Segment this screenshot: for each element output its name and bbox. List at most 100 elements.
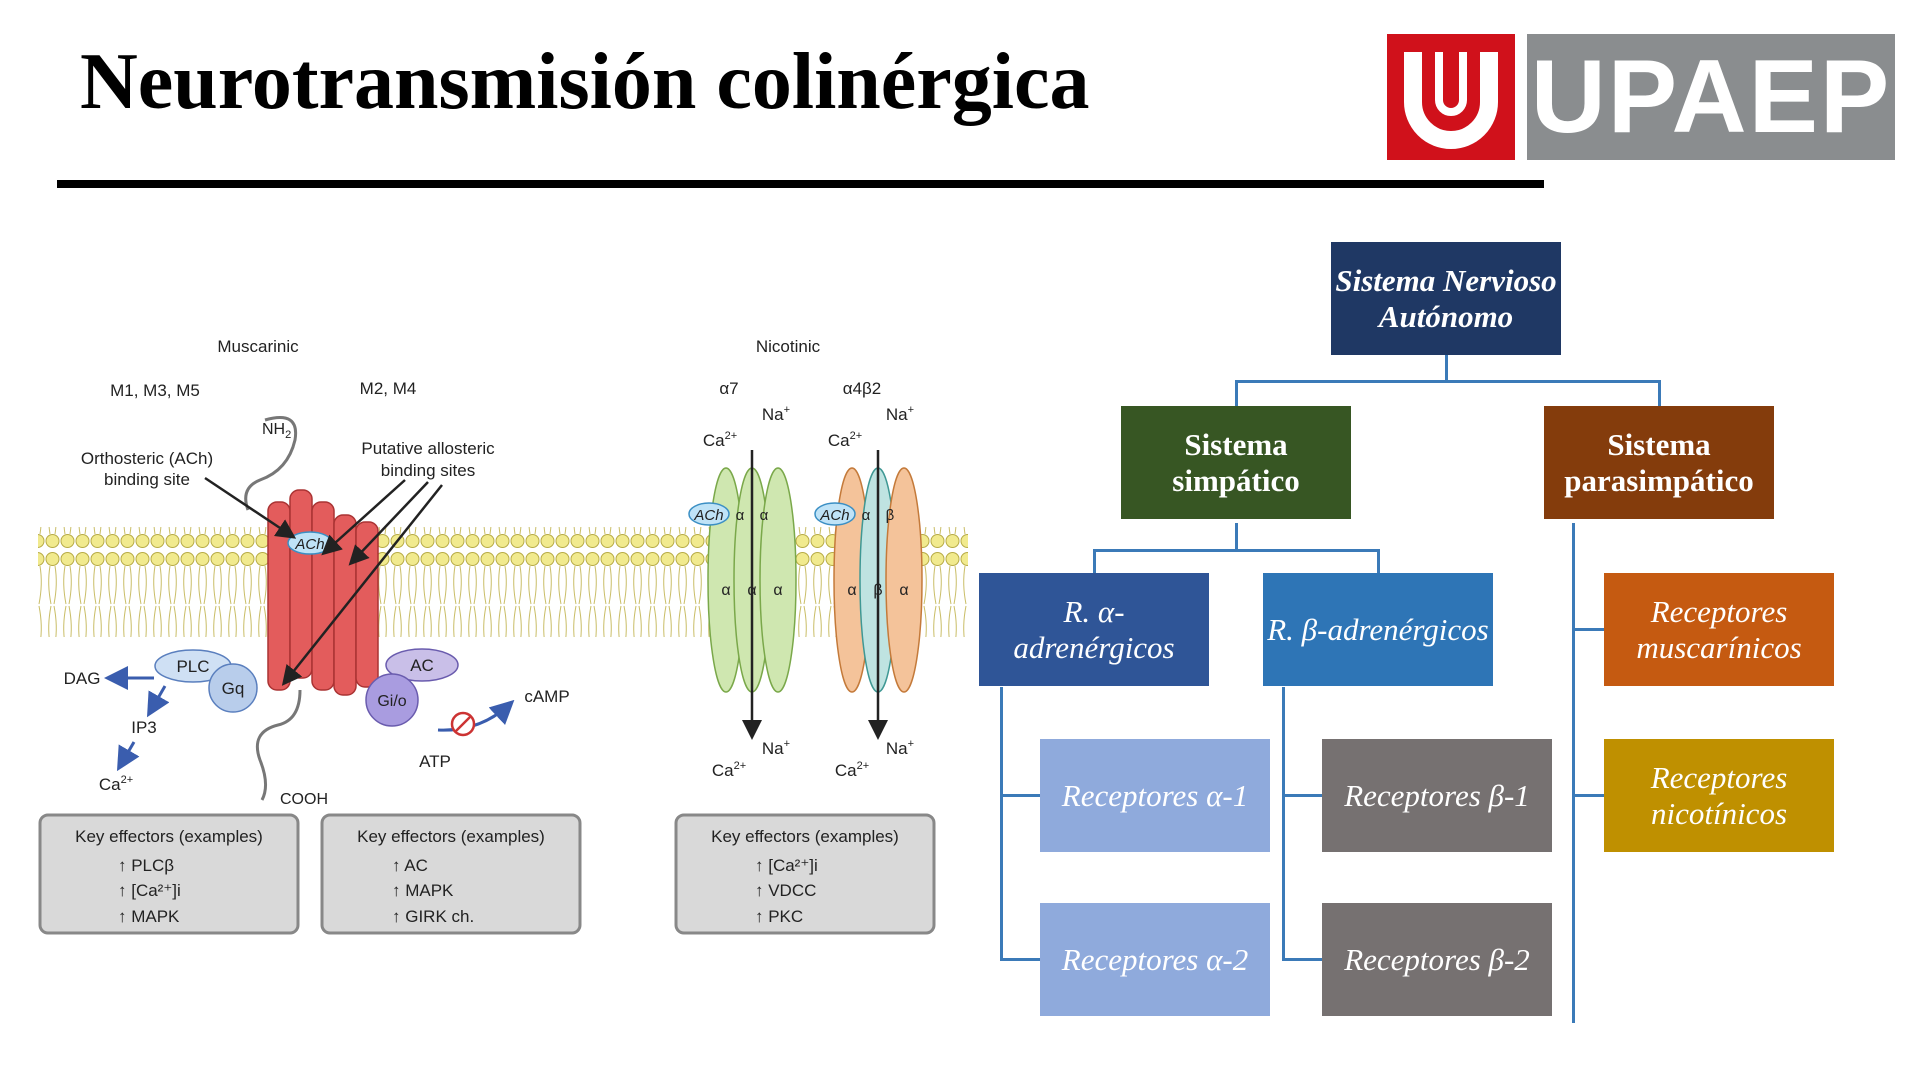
gq-label: Gq	[222, 679, 245, 698]
dag-label: DAG	[64, 669, 101, 688]
a4b2-na-out: Na+	[886, 738, 914, 758]
connector	[1572, 523, 1575, 1023]
receptor-figure-svg: Muscarinic Nicotinic M1, M3, M5 M2, M4 α…	[38, 337, 968, 935]
a4b2-ca-in: Ca2+	[828, 430, 862, 450]
connector	[1000, 687, 1003, 959]
effector-line: ↑ [Ca²⁺]i	[755, 856, 818, 875]
node-r-alpha: R. α-adrenérgicos	[979, 573, 1209, 686]
ip3-arrow	[147, 685, 170, 718]
muscarinic-label: Muscarinic	[217, 337, 299, 356]
node-simpatico: Sistema simpático	[1121, 406, 1351, 519]
connector	[1235, 523, 1238, 551]
a7-na-out: Na+	[762, 738, 790, 758]
node-alpha-2: Receptores α-2	[1040, 903, 1270, 1016]
orthosteric-arrow	[204, 476, 297, 539]
receptor-n-terminus	[244, 416, 298, 511]
connector	[1377, 549, 1380, 573]
allosteric-arrow-2	[348, 481, 429, 566]
a7-sub-1a: α	[736, 507, 745, 524]
effector-line: ↑ PKC	[755, 907, 803, 926]
connector	[1282, 687, 1285, 959]
title-divider	[57, 180, 1544, 188]
a7-sub-1b: α	[760, 507, 769, 524]
node-beta-1: Receptores β-1	[1322, 739, 1552, 852]
a4b2-sub-2a: α	[847, 582, 856, 599]
allosteric-arrow-1	[321, 479, 406, 556]
a7-ca-out: Ca2+	[712, 760, 746, 780]
ip3-label: IP3	[131, 718, 157, 737]
gio-protein	[365, 673, 419, 727]
ac-label: AC	[410, 656, 434, 675]
effector-title: Key effectors (examples)	[75, 827, 263, 846]
connector	[1000, 958, 1040, 961]
a7-na-in: Na+	[762, 404, 790, 424]
effector-box-gq: Key effectors (examples) ↑ PLCβ ↑ [Ca²⁺]…	[38, 813, 300, 935]
connector	[1282, 958, 1322, 961]
node-nicotinicos: Receptores nicotínicos	[1604, 739, 1834, 852]
logo-wordmark: UPAEP	[1527, 34, 1895, 160]
a4b2-sub-1a: α	[862, 507, 871, 524]
inhibition-icon-slash	[455, 716, 471, 732]
ac-effector	[385, 648, 459, 682]
node-alpha-1: Receptores α-1	[1040, 739, 1270, 852]
gq-protein	[208, 663, 258, 713]
slide-title: Neurotransmisión colinérgica	[80, 38, 1090, 126]
allosteric-label-2: binding sites	[381, 461, 476, 480]
connector	[1445, 355, 1448, 382]
node-r-beta: R. β-adrenérgicos	[1263, 573, 1493, 686]
connector	[1235, 380, 1238, 406]
a7-ca-in: Ca2+	[703, 430, 737, 450]
a4b2-sub-2c: α	[899, 582, 908, 599]
ca-release-arrow	[116, 741, 140, 772]
effector-title: Key effectors (examples)	[357, 827, 545, 846]
ach-label-a7: ACh	[693, 507, 723, 524]
node-sna: Sistema Nervioso Autónomo	[1331, 242, 1561, 355]
connector	[1235, 380, 1660, 383]
effector-line: ↑ MAPK	[392, 881, 454, 900]
gio-label: Gi/o	[377, 693, 406, 710]
connector	[1000, 794, 1040, 797]
a4b2-label: α4β2	[843, 379, 882, 398]
receptor-figure: Muscarinic Nicotinic M1, M3, M5 M2, M4 α…	[30, 330, 980, 980]
connector	[1093, 549, 1096, 573]
camp-arrow	[437, 699, 515, 732]
node-beta-2: Receptores β-2	[1322, 903, 1552, 1016]
ans-hierarchy-tree: Sistema Nervioso Autónomo Sistema simpát…	[960, 230, 1860, 1030]
ach-site-a7	[688, 502, 730, 526]
atp-label: ATP	[419, 752, 451, 771]
connector	[1572, 794, 1612, 797]
logo-u-mark	[1387, 34, 1515, 160]
connector	[1282, 794, 1322, 797]
orthosteric-label-2: binding site	[104, 470, 190, 489]
a4b2-sub-1b: β	[886, 507, 895, 524]
receptor-c-terminus	[255, 689, 302, 801]
ach-site-a4b2	[814, 502, 856, 526]
camp-label: cAMP	[524, 687, 569, 706]
orthosteric-label-1: Orthosteric (ACh)	[81, 449, 213, 468]
ca-label-1: Ca2+	[99, 774, 133, 794]
allosteric-arrow-3	[281, 484, 443, 686]
a7-sub-2a: α	[721, 582, 730, 599]
a7-label: α7	[719, 379, 738, 398]
m135-label: M1, M3, M5	[110, 381, 200, 400]
lipid-bilayer	[38, 527, 968, 637]
upaep-logo: UPAEP	[1387, 34, 1895, 160]
nh2-label: NH2	[262, 421, 291, 441]
effector-line: ↑ MAPK	[118, 907, 180, 926]
effector-line: ↑ VDCC	[755, 881, 816, 900]
connector	[1658, 380, 1661, 406]
effector-box-gio: Key effectors (examples) ↑ AC ↑ MAPK ↑ G…	[320, 813, 582, 935]
nicotinic-label: Nicotinic	[756, 337, 821, 356]
effector-line: ↑ GIRK ch.	[392, 907, 474, 926]
a7-sub-2c: α	[773, 582, 782, 599]
effector-title: Key effectors (examples)	[711, 827, 899, 846]
a4b2-ca-out: Ca2+	[835, 760, 869, 780]
connector	[1572, 628, 1612, 631]
ach-label-muscarinic: ACh	[294, 536, 324, 553]
m24-label: M2, M4	[360, 379, 417, 398]
effector-line: ↑ [Ca²⁺]i	[118, 881, 181, 900]
node-muscarinicos: Receptores muscarínicos	[1604, 573, 1834, 686]
connector	[1093, 549, 1379, 552]
effector-line: ↑ AC	[392, 856, 428, 875]
a4b2-na-in: Na+	[886, 404, 914, 424]
